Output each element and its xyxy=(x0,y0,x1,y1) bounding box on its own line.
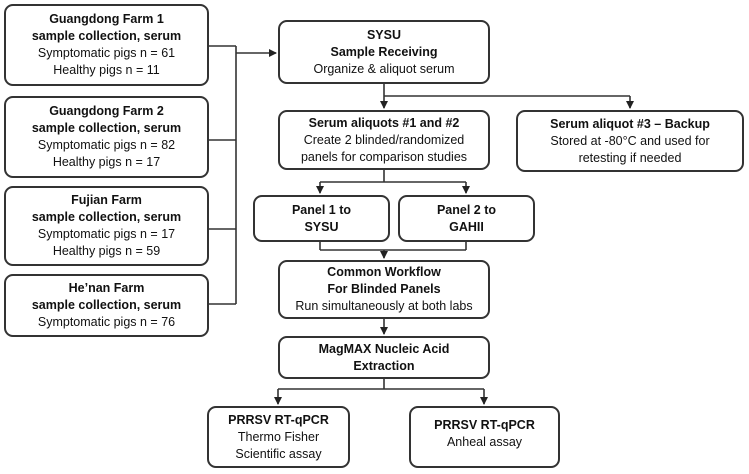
assay-thermo-fisher-box: PRRSV RT-qPCR Thermo Fisher Scientific a… xyxy=(207,406,350,468)
workflow-line-2: For Blinded Panels xyxy=(327,282,441,296)
farm-box-guangdong-1: Guangdong Farm 1 sample collection, seru… xyxy=(4,4,209,86)
receiving-title: SYSU xyxy=(366,27,402,42)
panel-1-box: Panel 1 to SYSU xyxy=(253,195,390,242)
farm-count-healthy: Healthy pigs n = 11 xyxy=(53,63,160,77)
aliquot3-title: Serum aliquot #3 – Backup xyxy=(550,116,710,131)
farm-subtitle: sample collection, serum xyxy=(31,29,182,43)
farm-title: He’nan Farm xyxy=(68,281,145,295)
panel-2-box: Panel 2 to GAHII xyxy=(398,195,535,242)
extraction-box: MagMAX Nucleic Acid Extraction xyxy=(278,336,490,379)
panel2-line-1: Panel 2 to xyxy=(436,202,497,217)
workflow-line-1: Common Workflow xyxy=(327,265,441,279)
workflow-text: Run simultaneously at both labs xyxy=(295,299,473,313)
aliquot3-line-2: retesting if needed xyxy=(578,150,682,165)
assay1-title: PRRSV RT-qPCR xyxy=(228,412,329,427)
aliquots12-line-2: panels for comparison studies xyxy=(300,149,468,164)
panel1-line-2: SYSU xyxy=(304,219,339,234)
receiving-text: Organize & aliquot serum xyxy=(313,61,455,76)
farm-count-symptomatic: Symptomatic pigs n = 61 xyxy=(37,46,176,60)
farm-title: Guangdong Farm 1 xyxy=(49,12,164,26)
farm-subtitle: sample collection, serum xyxy=(31,298,182,312)
receiving-subtitle: Sample Receiving xyxy=(330,44,438,59)
farm-box-henan: He’nan Farm sample collection, serum Sym… xyxy=(4,274,209,337)
farm-box-fujian: Fujian Farm sample collection, serum Sym… xyxy=(4,186,209,266)
farm-count-healthy: Healthy pigs n = 59 xyxy=(52,244,161,258)
farm-count-symptomatic: Symptomatic pigs n = 76 xyxy=(37,315,176,329)
farm-count-symptomatic: Symptomatic pigs n = 17 xyxy=(37,227,176,241)
assay2-title: PRRSV RT-qPCR xyxy=(434,418,535,432)
aliquots12-line-1: Create 2 blinded/randomized xyxy=(303,132,465,147)
sample-receiving-box: SYSU Sample Receiving Organize & aliquot… xyxy=(278,20,490,84)
farm-title: Guangdong Farm 2 xyxy=(49,104,164,118)
farm-count-healthy: Healthy pigs n = 17 xyxy=(52,155,161,169)
aliquots12-title: Serum aliquots #1 and #2 xyxy=(308,115,460,130)
farm-count-symptomatic: Symptomatic pigs n = 82 xyxy=(37,138,176,152)
farm-box-guangdong-2: Guangdong Farm 2 sample collection, seru… xyxy=(4,96,209,178)
serum-aliquot-3-backup-box: Serum aliquot #3 – Backup Stored at -80°… xyxy=(516,110,744,172)
panel1-line-1: Panel 1 to xyxy=(291,202,352,217)
extraction-line-2: Extraction xyxy=(353,358,415,373)
extraction-line-1: MagMAX Nucleic Acid xyxy=(318,341,450,356)
serum-aliquots-1-2-box: Serum aliquots #1 and #2 Create 2 blinde… xyxy=(278,110,490,170)
assay2-line-1: Anheal assay xyxy=(446,435,523,449)
aliquot3-line-1: Stored at -80°C and used for xyxy=(550,133,710,148)
panel2-line-2: GAHII xyxy=(449,219,484,234)
common-workflow-box: Common Workflow For Blinded Panels Run s… xyxy=(278,260,490,319)
farm-title: Fujian Farm xyxy=(71,193,142,207)
assay1-line-1: Thermo Fisher xyxy=(237,429,320,444)
assay1-line-2: Scientific assay xyxy=(235,446,322,461)
assay-anheal-box: PRRSV RT-qPCR Anheal assay xyxy=(409,406,560,468)
farm-subtitle: sample collection, serum xyxy=(31,121,182,135)
farm-subtitle: sample collection, serum xyxy=(31,210,182,224)
